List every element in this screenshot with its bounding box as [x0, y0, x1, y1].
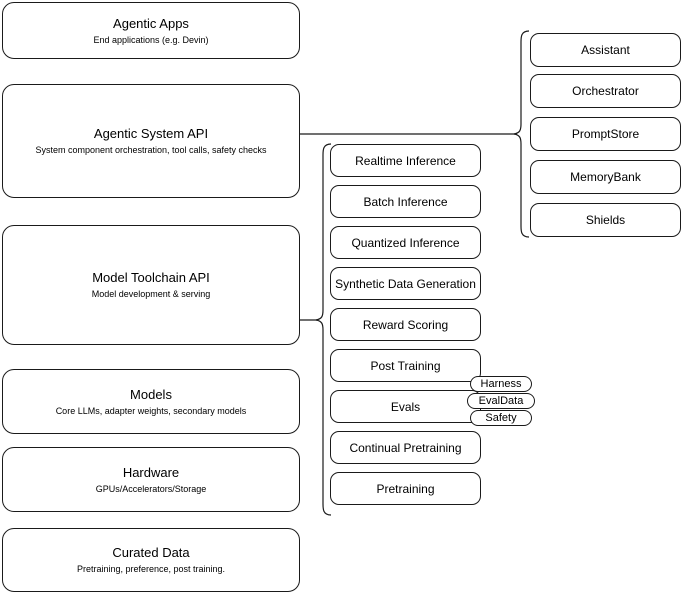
chip-label: Shields — [585, 213, 626, 227]
layer-title: Models — [130, 386, 172, 402]
chip-label: Pretraining — [376, 481, 435, 496]
chip-label: MemoryBank — [570, 170, 641, 184]
system-item-promptstore[interactable]: PromptStore — [530, 117, 681, 151]
layer-subtitle: System component orchestration, tool cal… — [35, 145, 267, 155]
chip-label: Synthetic Data Generation — [335, 276, 476, 291]
toolchain-item-batch-inference[interactable]: Batch Inference — [330, 185, 481, 218]
layer-subtitle: GPUs/Accelerators/Storage — [95, 483, 207, 494]
layer-title: Model Toolchain API — [92, 270, 210, 285]
layer-agentic-system-api[interactable]: Agentic System API System component orch… — [2, 84, 300, 198]
system-item-memorybank[interactable]: MemoryBank — [530, 160, 681, 194]
system-item-orchestrator[interactable]: Orchestrator — [530, 74, 681, 108]
chip-label: Realtime Inference — [355, 153, 456, 168]
layer-subtitle: Pretraining, preference, post training. — [76, 564, 226, 574]
layer-models[interactable]: Models Core LLMs, adapter weights, secon… — [2, 369, 300, 434]
toolchain-item-pretraining[interactable]: Pretraining — [330, 472, 481, 505]
layer-subtitle: Model development & serving — [91, 289, 211, 299]
layer-model-toolchain-api[interactable]: Model Toolchain API Model development & … — [2, 225, 300, 345]
toolchain-components-brace — [315, 143, 332, 516]
pill-label: Safety — [485, 412, 517, 424]
toolchain-item-reward-scoring[interactable]: Reward Scoring — [330, 308, 481, 341]
layer-subtitle: Core LLMs, adapter weights, secondary mo… — [55, 405, 247, 416]
chip-label: Continual Pretraining — [349, 440, 462, 455]
system-item-shields[interactable]: Shields — [530, 203, 681, 237]
pill-label: Harness — [480, 378, 522, 390]
layer-subtitle: End applications (e.g. Devin) — [93, 34, 209, 45]
chip-label: Assistant — [581, 43, 630, 57]
eval-badge-evaldata[interactable]: EvalData — [467, 393, 535, 409]
layer-curated-data[interactable]: Curated Data Pretraining, preference, po… — [2, 528, 300, 592]
chip-label: Quantized Inference — [351, 235, 460, 250]
layer-agentic-apps[interactable]: Agentic Apps End applications (e.g. Devi… — [2, 2, 300, 59]
chip-label: PromptStore — [571, 127, 640, 141]
layer-hardware[interactable]: Hardware GPUs/Accelerators/Storage — [2, 447, 300, 512]
toolchain-item-post-training[interactable]: Post Training — [330, 349, 481, 382]
system-item-assistant[interactable]: Assistant — [530, 33, 681, 67]
toolchain-item-evals[interactable]: Evals — [330, 390, 481, 423]
layer-title: Agentic Apps — [113, 15, 189, 31]
chip-label: Orchestrator — [572, 84, 639, 98]
toolchain-item-continual-pretraining[interactable]: Continual Pretraining — [330, 431, 481, 464]
eval-badge-harness[interactable]: Harness — [470, 376, 532, 392]
chip-label: Evals — [390, 399, 421, 414]
chip-label: Post Training — [370, 358, 441, 373]
chip-label: Batch Inference — [363, 194, 448, 209]
layer-title: Agentic System API — [93, 126, 209, 141]
layer-title: Hardware — [122, 464, 180, 480]
chip-label: Reward Scoring — [362, 317, 449, 332]
toolchain-item-synthetic-data-generation[interactable]: Synthetic Data Generation — [330, 267, 481, 300]
toolchain-item-realtime-inference[interactable]: Realtime Inference — [330, 144, 481, 177]
layer-title: Curated Data — [112, 545, 190, 560]
toolchain-item-quantized-inference[interactable]: Quantized Inference — [330, 226, 481, 259]
eval-badge-safety[interactable]: Safety — [470, 410, 532, 426]
system-components-brace — [513, 30, 530, 238]
pill-label: EvalData — [478, 395, 524, 407]
